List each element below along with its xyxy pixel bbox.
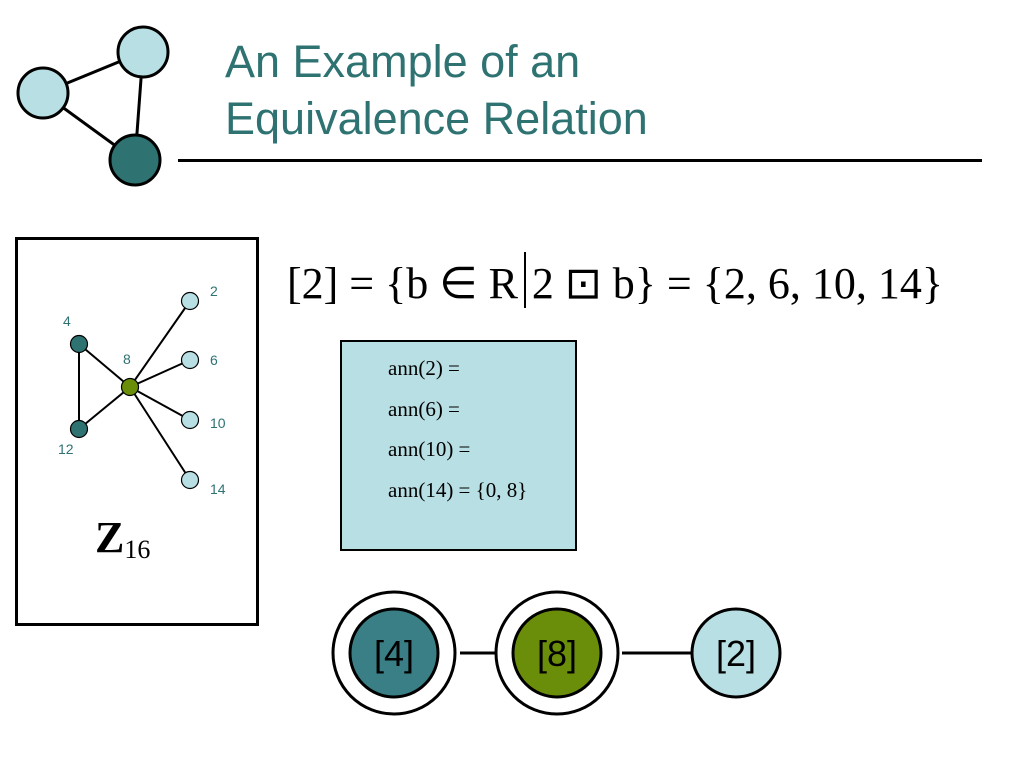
- title-line-2: Equivalence Relation: [225, 93, 648, 144]
- graph-vertex-4: [69, 334, 89, 354]
- title-line-1: An Example of an: [225, 36, 581, 87]
- graph-vertex-label-10: 10: [210, 415, 226, 431]
- annihilator-line: ann(2) =: [388, 356, 460, 380]
- graph-vertex-label-8: 8: [123, 351, 131, 367]
- logo-graph: [16, 25, 170, 187]
- class-2-node: [690, 607, 782, 699]
- logo-node: [116, 25, 170, 79]
- graph-vertex-labels: 4 12 8 2 6 10 14: [58, 283, 226, 497]
- class-2-label: [2]: [716, 633, 756, 674]
- page-title: An Example of an Equivalence Relation: [225, 33, 648, 147]
- graph-edge-4-8: [78, 343, 131, 388]
- formula-right: 2 ⊡ b} = {2, 6, 10, 14}: [531, 259, 943, 308]
- graph-nodes: [69, 291, 200, 490]
- graph-vertex-label-4: 4: [63, 313, 71, 329]
- zero-divisor-graph: 4 12 8 2 6 10 14: [58, 283, 226, 497]
- graph-edge-8-10: [129, 386, 191, 421]
- graph-vertex-label-12: 12: [58, 441, 74, 457]
- formula-left: [2] = {b ∈ R: [287, 259, 518, 308]
- graph-vertex-6: [180, 350, 200, 370]
- zero-divisor-graph-box: 4 12 8 2 6 10 14 Z16: [15, 237, 259, 626]
- class-4-node: [348, 607, 440, 699]
- graph-edge-8-6: [129, 359, 191, 388]
- graph-edge-8-14: [129, 386, 191, 481]
- ring-name: Z16: [95, 513, 151, 564]
- graph-edge-8-2: [129, 300, 191, 388]
- equivalence-class-formula: [2] = {b ∈ R 2 ⊡ b} = {2, 6, 10, 14}: [287, 252, 943, 314]
- annihilator-line: ann(6) =: [388, 397, 460, 421]
- annihilator-line: ann(14) = {0, 8}: [388, 478, 528, 502]
- graph-vertex-label-6: 6: [210, 352, 218, 368]
- class-8-node: [511, 607, 603, 699]
- ring-subscript: 16: [124, 535, 151, 564]
- logo-node: [108, 133, 162, 187]
- graph-vertex-label-2: 2: [210, 283, 218, 299]
- graph-vertex-label-14: 14: [210, 481, 226, 497]
- graph-vertex-2: [180, 291, 200, 311]
- graph-vertex-12: [69, 419, 89, 439]
- annihilator-box: ann(2) = ann(6) = ann(10) = ann(14) = {0…: [340, 340, 577, 551]
- graph-edge-12-8: [78, 386, 131, 430]
- class-4-label: [4]: [374, 633, 414, 674]
- graph-vertex-14: [180, 470, 200, 490]
- class-8-label: [8]: [537, 633, 577, 674]
- title-divider: [178, 159, 982, 162]
- graph-vertex-8: [120, 377, 140, 397]
- such-that-bar: [523, 252, 526, 308]
- annihilator-line: ann(10) =: [388, 437, 471, 461]
- graph-edges: [78, 300, 191, 481]
- graph-vertex-10: [180, 410, 200, 430]
- equivalence-class-graph: [4] [8] [2]: [331, 590, 782, 716]
- logo-node: [16, 66, 70, 120]
